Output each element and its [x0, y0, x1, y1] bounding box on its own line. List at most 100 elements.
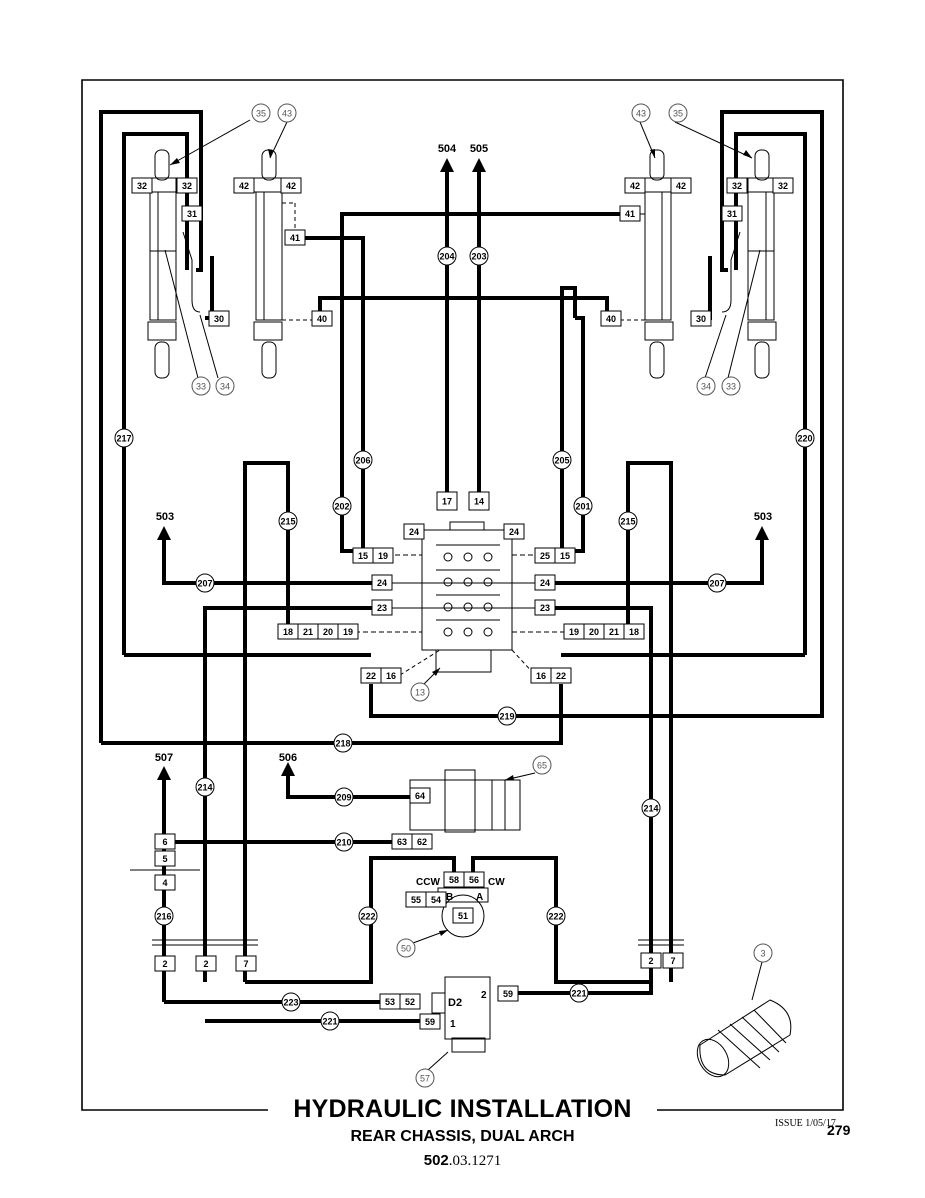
part-51: 51	[452, 907, 474, 924]
drawing-frame	[81, 79, 844, 1111]
part-32: 32	[772, 177, 794, 194]
drawing-title: HYDRAULIC INSTALLATION	[293, 1095, 632, 1123]
hose-number: 221	[322, 1017, 337, 1027]
part-7: 7	[662, 952, 684, 969]
part-number: 32	[137, 181, 147, 191]
hose-number: 210	[336, 838, 351, 848]
part-22: 22	[360, 667, 382, 684]
part-42: 42	[280, 177, 302, 194]
hose-218: 218	[333, 733, 353, 753]
hose-207: 207	[707, 573, 727, 593]
part-18: 18	[623, 623, 645, 640]
hose-206: 206	[353, 450, 373, 470]
valve-d2-label: D2	[448, 997, 462, 1009]
part-55: 55	[405, 891, 427, 908]
hose-214: 214	[641, 798, 661, 818]
callout-3: 3	[753, 943, 773, 963]
hose-number: 220	[797, 434, 812, 444]
hose-number: 209	[336, 793, 351, 803]
part-7: 7	[235, 955, 257, 972]
part-number: 21	[609, 627, 619, 637]
hose-number: 219	[499, 712, 514, 722]
part-21: 21	[297, 623, 319, 640]
part-18: 18	[277, 623, 299, 640]
arrow-503-right	[755, 526, 769, 540]
callout-number: 43	[282, 109, 292, 119]
part-53: 53	[379, 993, 401, 1010]
part-number: 40	[317, 314, 327, 324]
callout-number: 34	[220, 382, 230, 392]
part-25: 25	[534, 547, 556, 564]
part-22: 22	[550, 667, 572, 684]
part-42: 42	[670, 177, 692, 194]
hose-number: 202	[334, 502, 349, 512]
hose-number: 216	[156, 912, 171, 922]
callout-50: 50	[396, 938, 416, 958]
part-number: 59	[503, 989, 513, 999]
cylinder-left-inner	[253, 149, 314, 379]
part-number: 20	[589, 627, 599, 637]
hose-215: 215	[278, 511, 298, 531]
port-506: 506	[279, 752, 297, 764]
part-number: 64	[415, 791, 425, 801]
part-number: 7	[670, 956, 675, 966]
part-24: 24	[371, 574, 393, 591]
part-number: 24	[409, 527, 419, 537]
hose-number: 215	[280, 517, 295, 527]
hose-sleeve	[696, 999, 792, 1078]
part-64: 64	[409, 787, 431, 804]
part-number: 25	[540, 551, 550, 561]
motor-cw-label: CW	[488, 877, 505, 888]
issue-date: ISSUE 1/05/17	[775, 1118, 836, 1129]
hose-number: 223	[283, 998, 298, 1008]
cylinder-right-outer	[721, 149, 777, 379]
part-number: 42	[286, 181, 296, 191]
hose-207: 207	[195, 573, 215, 593]
part-number: 14	[474, 497, 484, 507]
part-30: 30	[690, 310, 712, 327]
part-24: 24	[403, 523, 425, 540]
arrow-505	[472, 158, 486, 172]
part-54: 54	[425, 891, 447, 908]
part-number: 42	[239, 181, 249, 191]
part-5: 5	[154, 850, 176, 867]
callout-33: 33	[721, 376, 741, 396]
part-15: 15	[554, 547, 576, 564]
port-503-right: 503	[754, 511, 772, 523]
arrow-506	[281, 762, 295, 776]
motor-b-label: B	[446, 892, 453, 903]
hose-number: 204	[439, 252, 454, 262]
part-59: 59	[497, 985, 519, 1002]
part-number: 6	[162, 837, 167, 847]
hose-number: 222	[548, 912, 563, 922]
part-30: 30	[208, 310, 230, 327]
callout-number: 33	[196, 382, 206, 392]
part-number: 18	[629, 627, 639, 637]
part-2: 2	[640, 952, 662, 969]
part-19: 19	[563, 623, 585, 640]
part-42: 42	[233, 177, 255, 194]
ram-cylinders	[147, 149, 777, 379]
part-number: 42	[630, 181, 640, 191]
part-number: 5	[162, 854, 167, 864]
part-24: 24	[503, 523, 525, 540]
part-19: 19	[337, 623, 359, 640]
document-number: 502.03.1271	[0, 1152, 925, 1170]
part-4: 4	[154, 874, 176, 891]
part-62: 62	[411, 833, 433, 850]
hose-number: 218	[335, 739, 350, 749]
part-14: 14	[468, 491, 490, 511]
arrow-503-left	[157, 526, 171, 540]
hose-number: 214	[197, 783, 212, 793]
part-number: 52	[405, 997, 415, 1007]
leader-arrowheads	[170, 149, 752, 936]
part-number: 58	[449, 875, 459, 885]
hose-216: 216	[154, 906, 174, 926]
part-number: 16	[536, 671, 546, 681]
part-number: 16	[386, 671, 396, 681]
hose-202: 202	[332, 496, 352, 516]
hose-204: 204	[437, 246, 457, 266]
valve-port-2: 2	[481, 990, 487, 1001]
